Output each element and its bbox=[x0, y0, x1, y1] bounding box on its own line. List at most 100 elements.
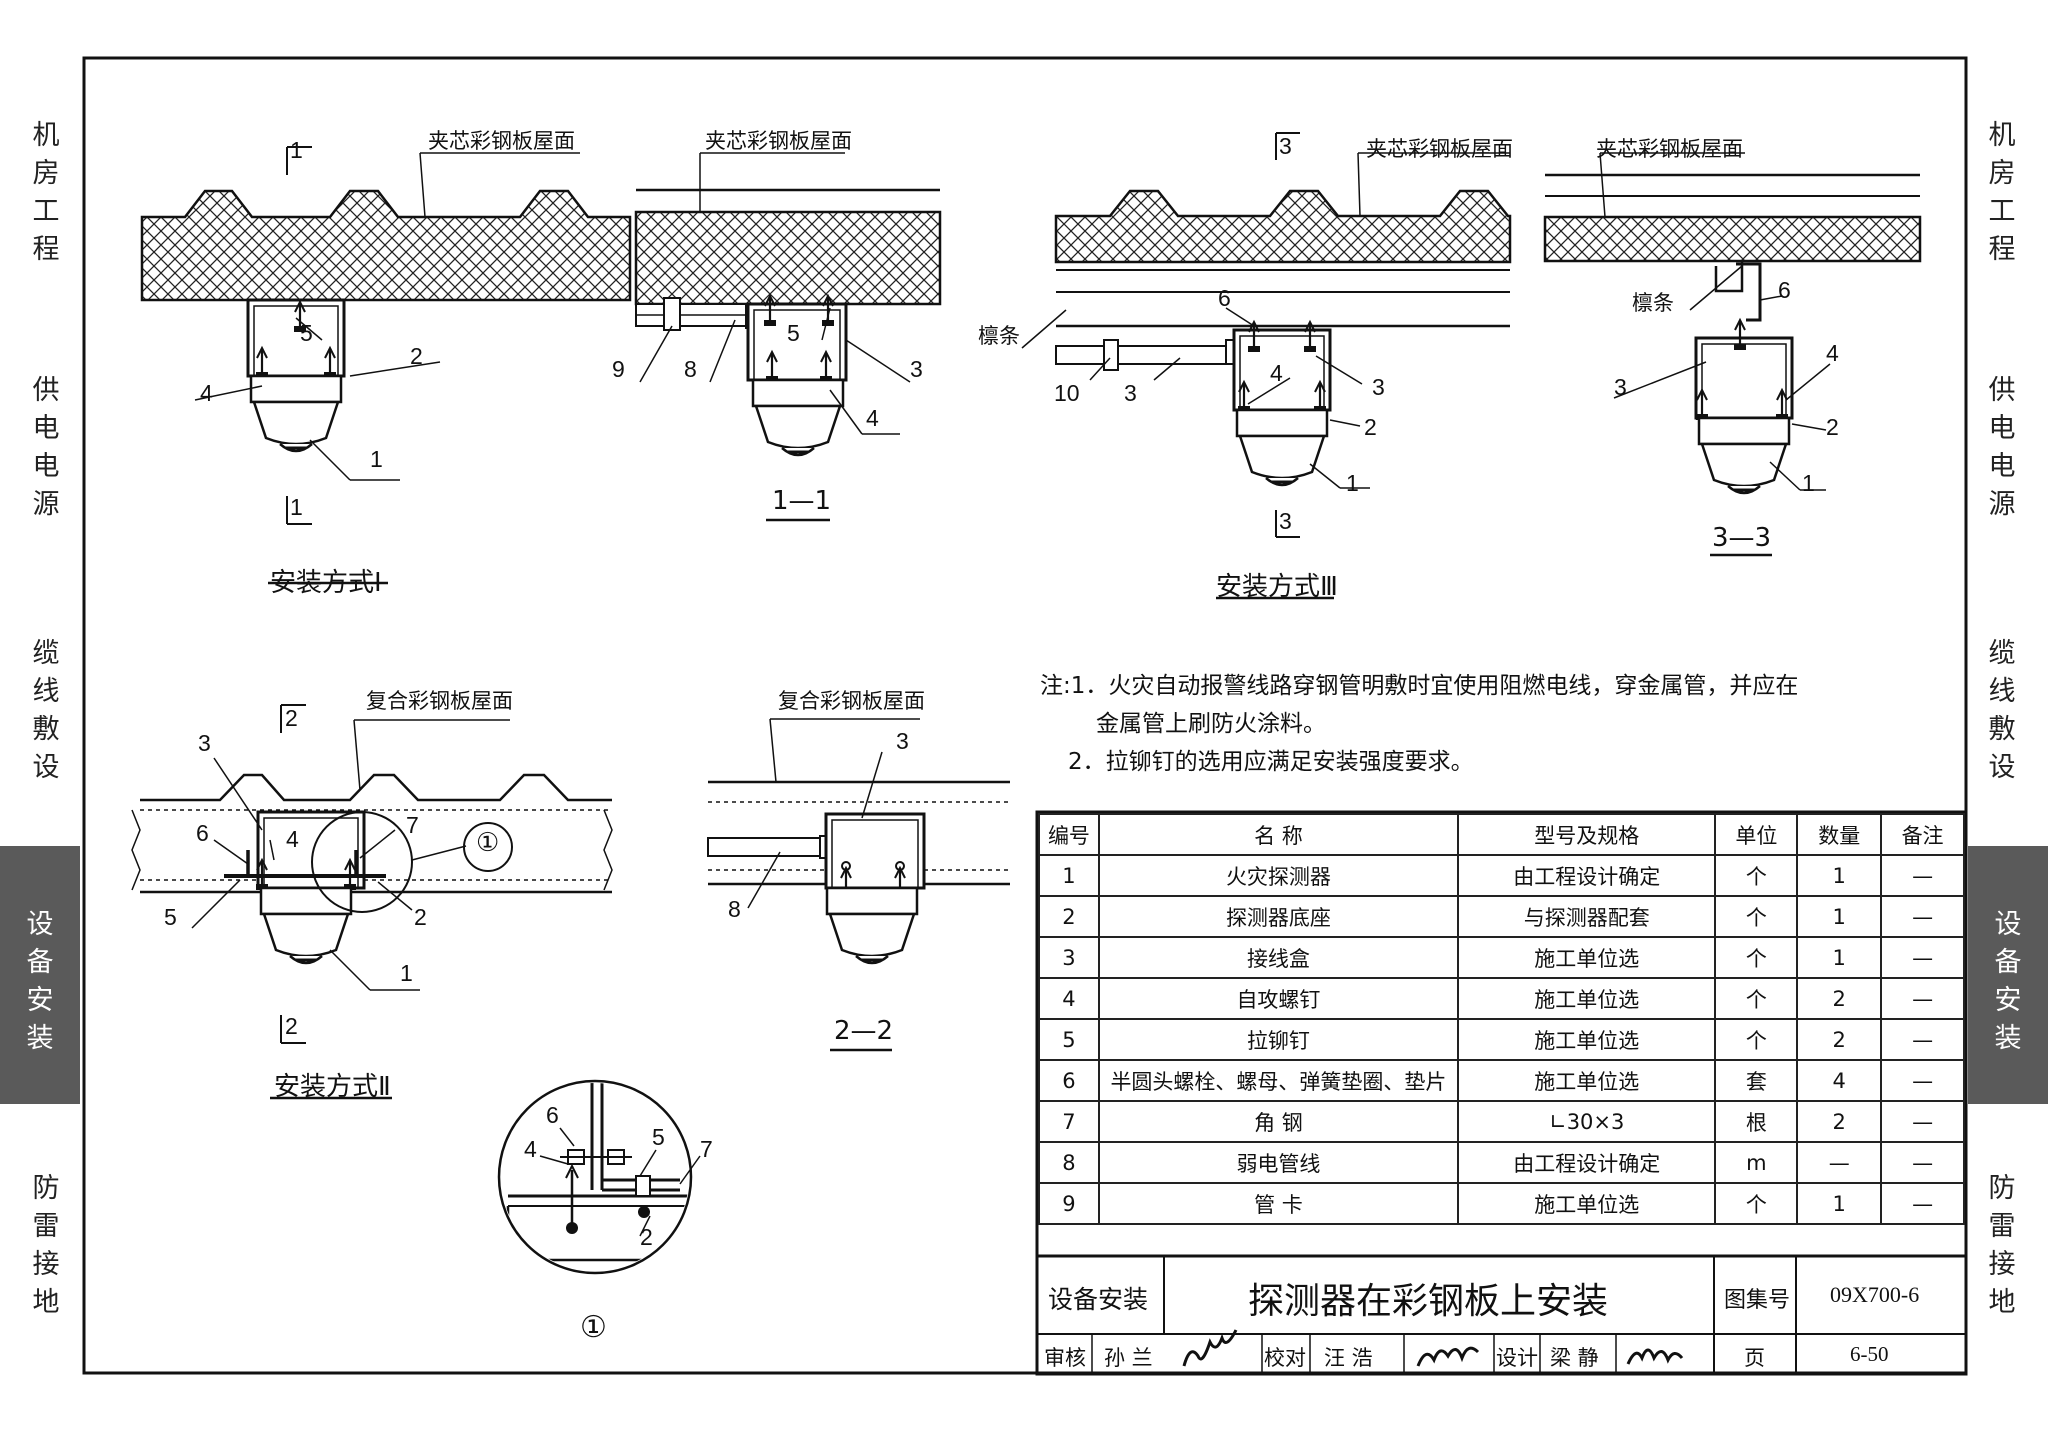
method-1-caption: 安装方式Ⅰ bbox=[270, 568, 382, 598]
left-tab-label-2: 缆线敷设 bbox=[32, 638, 60, 783]
cell: 半圆头螺栓、螺母、弹簧垫圈、垫片 bbox=[1097, 1059, 1460, 1102]
check-label: 校对 bbox=[1264, 1346, 1306, 1370]
callout-s11-4: 4 bbox=[866, 405, 879, 431]
method-2-caption: 安装方式Ⅱ bbox=[274, 1072, 391, 1102]
callout-s33-6: 6 bbox=[1778, 277, 1791, 303]
cell: 由工程设计确定 bbox=[1456, 854, 1717, 897]
note-line-3: 2．拉铆钉的选用应满足安装强度要求。 bbox=[1068, 749, 1474, 775]
purlin-label-s33: 檩条 bbox=[1632, 291, 1674, 315]
method-2-diagram bbox=[131, 704, 613, 1100]
cell: 管 卡 bbox=[1097, 1182, 1460, 1225]
callout-d-7: 7 bbox=[700, 1136, 713, 1162]
cell: 1 bbox=[1796, 895, 1883, 938]
cell: 个 bbox=[1714, 936, 1799, 979]
section-mark-1-bottom: 1 bbox=[290, 494, 303, 520]
left-tab-label-1: 供电电源 bbox=[32, 375, 60, 520]
right-tab-0[interactable]: 机房工程 bbox=[1962, 117, 2042, 317]
cell: 3 bbox=[1038, 936, 1100, 979]
cell: — bbox=[1880, 895, 1965, 938]
method-3-caption: 安装方式Ⅲ bbox=[1216, 572, 1338, 602]
cell: 8 bbox=[1038, 1141, 1100, 1184]
cell: 施工单位选 bbox=[1456, 977, 1717, 1020]
cell: ∟30×3 bbox=[1456, 1100, 1717, 1143]
roof-label-s22: 复合彩钢板屋面 bbox=[778, 689, 925, 713]
left-tab-1[interactable]: 供电电源 bbox=[6, 372, 86, 572]
cell: — bbox=[1880, 1100, 1965, 1143]
cut-label-2-2: 2—2 bbox=[834, 1016, 894, 1046]
title-category: 设备安装 bbox=[1048, 1285, 1149, 1314]
left-tab-label-0: 机房工程 bbox=[32, 120, 60, 265]
cell: — bbox=[1880, 1018, 1965, 1061]
left-tab-0[interactable]: 机房工程 bbox=[6, 117, 86, 317]
drawing-title: 探测器在彩钢板上安装 bbox=[1248, 1281, 1609, 1322]
review-label: 审核 bbox=[1044, 1346, 1086, 1370]
header-spec: 型号及规格 bbox=[1456, 813, 1717, 856]
right-tab-label-2: 缆线敷设 bbox=[1988, 638, 2016, 783]
cell: 5 bbox=[1038, 1018, 1100, 1061]
callout-m2-2: 2 bbox=[414, 904, 427, 930]
left-tab-4[interactable]: 防雷接地 bbox=[6, 1170, 86, 1370]
right-tab-4[interactable]: 防雷接地 bbox=[1962, 1170, 2042, 1370]
section-mark-1-top: 1 bbox=[290, 137, 303, 163]
method-3-diagram bbox=[1021, 132, 1512, 600]
section-mark-2-bottom: 2 bbox=[285, 1013, 298, 1039]
right-tab-1[interactable]: 供电电源 bbox=[1962, 372, 2042, 572]
note-line-2: 金属管上刷防火涂料。 bbox=[1096, 711, 1326, 737]
design-label: 设计 bbox=[1496, 1346, 1538, 1370]
left-tab-3[interactable]: 设备安装 bbox=[0, 846, 80, 1104]
callout-m2-5: 5 bbox=[164, 904, 177, 930]
callout-m2-7: 7 bbox=[406, 812, 419, 838]
cell: 施工单位选 bbox=[1456, 1018, 1717, 1061]
callout-s33-3: 3 bbox=[1614, 374, 1627, 400]
right-tab-3[interactable]: 设备安装 bbox=[1968, 846, 2048, 1104]
right-tab-2[interactable]: 缆线敷设 bbox=[1962, 635, 2042, 835]
cell: 个 bbox=[1714, 854, 1799, 897]
header-remark: 备注 bbox=[1880, 813, 1965, 856]
left-tab-label-4: 防雷接地 bbox=[32, 1173, 60, 1318]
callout-s11-8: 8 bbox=[684, 356, 697, 382]
right-tab-label-3: 设备安装 bbox=[1994, 909, 2022, 1054]
cell: 个 bbox=[1714, 977, 1799, 1020]
detail-1-ref: ① bbox=[476, 828, 500, 858]
roof-label-s11: 夹芯彩钢板屋面 bbox=[705, 129, 852, 153]
section-mark-2-top: 2 bbox=[285, 705, 298, 731]
method-1-diagram bbox=[140, 146, 632, 585]
callout-d-6: 6 bbox=[546, 1102, 559, 1128]
cell: — bbox=[1880, 1141, 1965, 1184]
checker-signature bbox=[1416, 1346, 1480, 1367]
section-3-3-diagram bbox=[1543, 152, 1922, 557]
callout-m2-1: 1 bbox=[400, 960, 413, 986]
callout-m2-3: 3 bbox=[198, 730, 211, 756]
cell: m bbox=[1714, 1141, 1799, 1184]
cell: 拉铆钉 bbox=[1097, 1018, 1460, 1061]
callout-s33-4: 4 bbox=[1826, 340, 1839, 366]
cell: — bbox=[1880, 1182, 1965, 1225]
reviewer-signature bbox=[1182, 1329, 1238, 1367]
left-tab-2[interactable]: 缆线敷设 bbox=[6, 635, 86, 835]
page-number: 6-50 bbox=[1850, 1342, 1889, 1366]
cell: 与探测器配套 bbox=[1456, 895, 1717, 938]
right-tab-label-4: 防雷接地 bbox=[1988, 1173, 2016, 1318]
table-header-row: 编号 名 称 型号及规格 单位 数量 备注 bbox=[1038, 813, 1965, 856]
callout-m2-4: 4 bbox=[286, 826, 299, 852]
callout-m1-1: 1 bbox=[370, 446, 383, 472]
callout-s11-9: 9 bbox=[612, 356, 625, 382]
cell: — bbox=[1880, 854, 1965, 897]
cell: 2 bbox=[1796, 977, 1883, 1020]
cell: — bbox=[1796, 1141, 1883, 1184]
title-block: 设备安装 探测器在彩钢板上安装 图集号 09X700-6 审核 孙 兰 校对 汪… bbox=[1038, 1254, 1965, 1372]
callout-s11-3: 3 bbox=[910, 356, 923, 382]
cell: 1 bbox=[1796, 854, 1883, 897]
cell: 9 bbox=[1038, 1182, 1100, 1225]
roof-label-s33: 夹芯彩钢板屋面 bbox=[1596, 137, 1743, 161]
callout-d-2: 2 bbox=[640, 1224, 653, 1250]
cell: 4 bbox=[1796, 1059, 1883, 1102]
cell: 火灾探测器 bbox=[1097, 854, 1460, 897]
sheet-border bbox=[82, 56, 1968, 1375]
